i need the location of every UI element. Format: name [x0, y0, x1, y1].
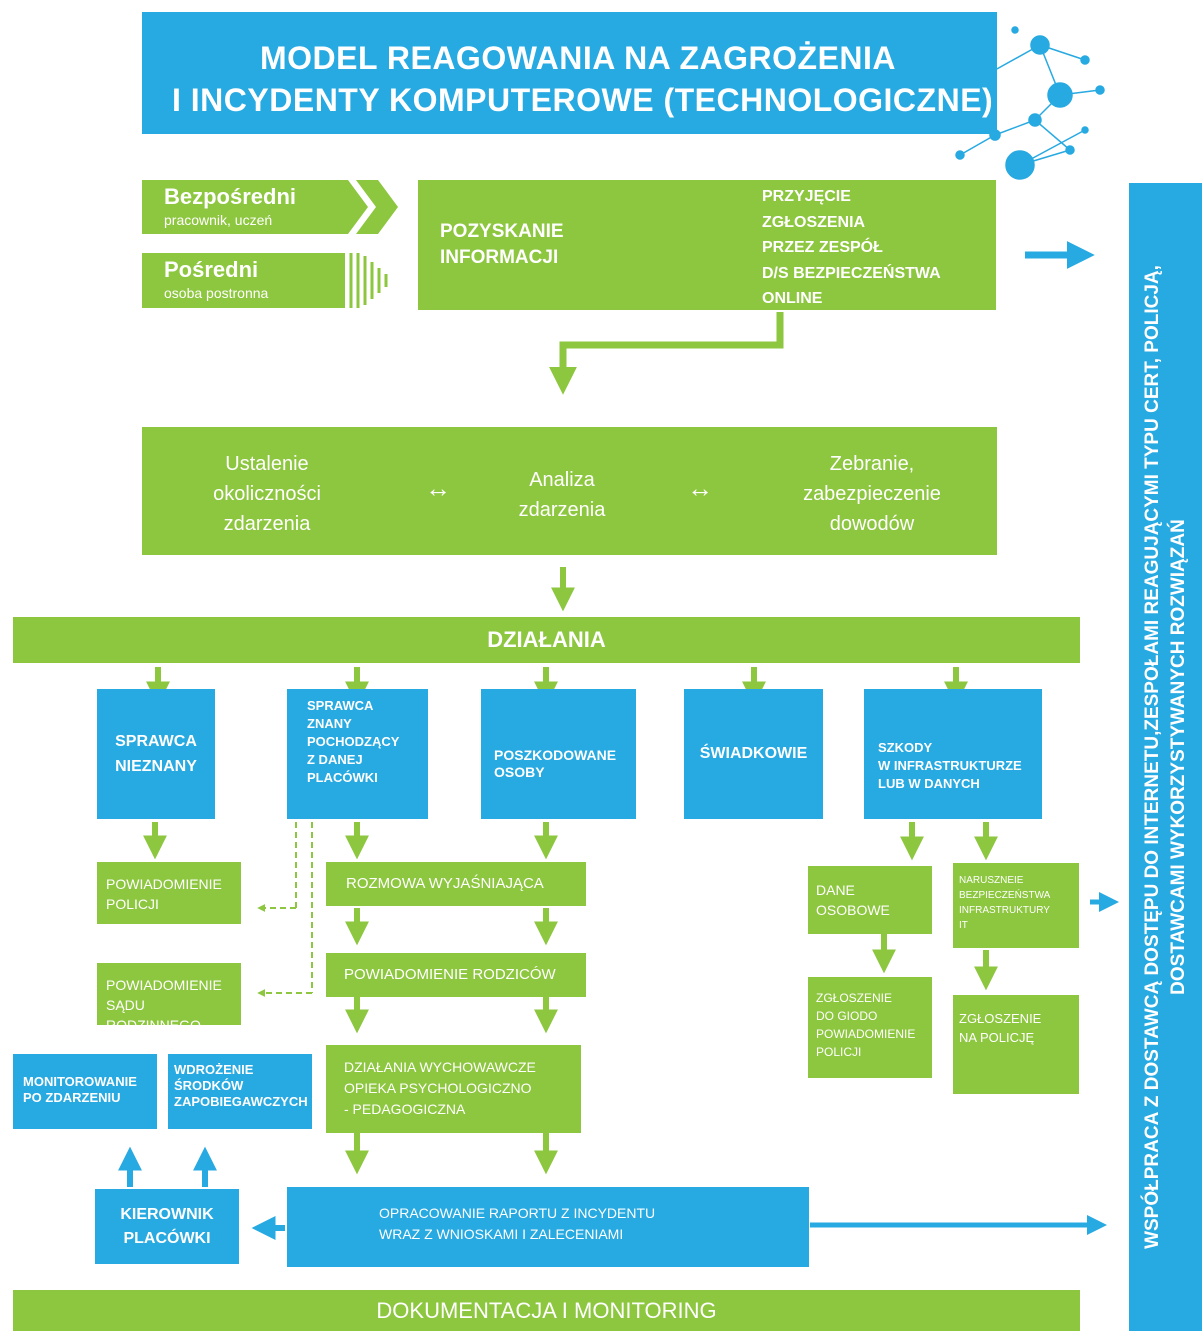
actions-bar: DZIAŁANIA — [13, 617, 1080, 663]
analysis-center: Analiza zdarzenia — [518, 469, 606, 521]
source-indirect: Pośredni osoba postronna — [142, 253, 345, 308]
prevention-box: WDROŻENIE ŚRODKÓW ZAPOBIEGAWCZYCH — [168, 1054, 312, 1129]
notify-court-box: POWIADOMIENIE SĄDU RODZINNEGO — [97, 963, 241, 1033]
incident-report-box: OPRACOWANIE RAPORTU Z INCYDENTU WRAZ Z W… — [287, 1187, 809, 1267]
source-indirect-title: Pośredni — [164, 257, 259, 282]
chevron-direct-2 — [356, 180, 398, 234]
title-line-2: I INCYDENTY KOMPUTEROWE (TECHNOLOGICZNE) — [172, 82, 994, 118]
cooperation-text: WSPÓŁPRACA Z DOSTAWCĄ DOSTĘPU DO INTERNE… — [1141, 265, 1189, 1249]
source-direct-title: Bezpośredni — [164, 184, 297, 209]
analysis-evidence: Zebranie, zabezpieczenie dowodów — [803, 453, 941, 535]
giodo-report-box: ZGŁOSZENIE DO GIODO POWIADOMIENIE POLICJ… — [808, 977, 932, 1078]
notify-police-box: POWIADOMIENIE POLICJI — [97, 862, 241, 924]
cooperation-side-bar: WSPÓŁPRACA Z DOSTAWCĄ DOSTĘPU DO INTERNE… — [1129, 183, 1202, 1331]
source-indirect-subtitle: osoba postronna — [164, 285, 269, 301]
analysis-arrow-right-icon: ↔ — [687, 473, 713, 503]
head-of-institution-box: KIEROWNIK PLACÓWKI — [95, 1189, 239, 1264]
analysis-circumstances: Ustalenie okoliczności zdarzenia — [213, 453, 321, 535]
accept-report-text: PRZYJĘCIE ZGŁOSZENIA PRZEZ ZESPÓŁ D/S BE… — [762, 188, 941, 307]
police-report-box: ZGŁOSZENIE NA POLICJĘ — [953, 995, 1079, 1094]
title-line-1: MODEL REAGOWANIA NA ZAGROŻENIA — [260, 40, 897, 76]
acquire-info-box: POZYSKANIE INFORMACJI PRZYJĘCIE ZGŁOSZEN… — [418, 180, 996, 310]
personal-data-box: DANE OSOBOWE — [808, 866, 932, 934]
explanatory-talk-box: ROZMOWA WYJAŚNIAJĄCA — [326, 862, 586, 906]
victims-box: POSZKODOWANE OSOBY — [481, 689, 636, 819]
damage-box: SZKODY W INFRASTRUKTURZE LUB W DANYCH — [864, 689, 1042, 819]
analysis-box: Ustalenie okoliczności zdarzenia ↔ Anali… — [142, 427, 997, 555]
infra-breach-box: NARUSZNEIE BEZPIECZEŃSTWA INFRASTRUKTURY… — [953, 863, 1079, 948]
chevron-indirect-hatched — [349, 253, 388, 308]
source-direct: Bezpośredni pracownik, uczeń — [142, 180, 354, 234]
network-decoration-icon — [955, 26, 1105, 180]
offender-known-box: SPRAWCA ZNANY POCHODZĄCY Z DANEJ PLACÓWK… — [287, 689, 428, 819]
witnesses-box: ŚWIADKOWIE — [684, 689, 823, 819]
offender-unknown-box: SPRAWCA NIEZNANY — [97, 689, 215, 819]
title-banner: MODEL REAGOWANIA NA ZAGROŻENIA I INCYDEN… — [142, 12, 997, 134]
monitoring-box: MONITOROWANIE PO ZDARZENIU — [13, 1054, 157, 1129]
acquire-line-2: INFORMACJI — [440, 247, 559, 268]
educational-actions-box: DZIAŁANIA WYCHOWAWCZE OPIEKA PSYCHOLOGIC… — [326, 1045, 581, 1133]
source-direct-subtitle: pracownik, uczeń — [164, 212, 273, 228]
documentation-monitoring-bar: DOKUMENTACJA I MONITORING — [13, 1290, 1080, 1331]
acquire-line-1: POZYSKANIE — [440, 221, 564, 242]
analysis-arrow-left-icon: ↔ — [425, 473, 451, 503]
notify-parents-box: POWIADOMIENIE RODZICÓW — [326, 953, 586, 997]
